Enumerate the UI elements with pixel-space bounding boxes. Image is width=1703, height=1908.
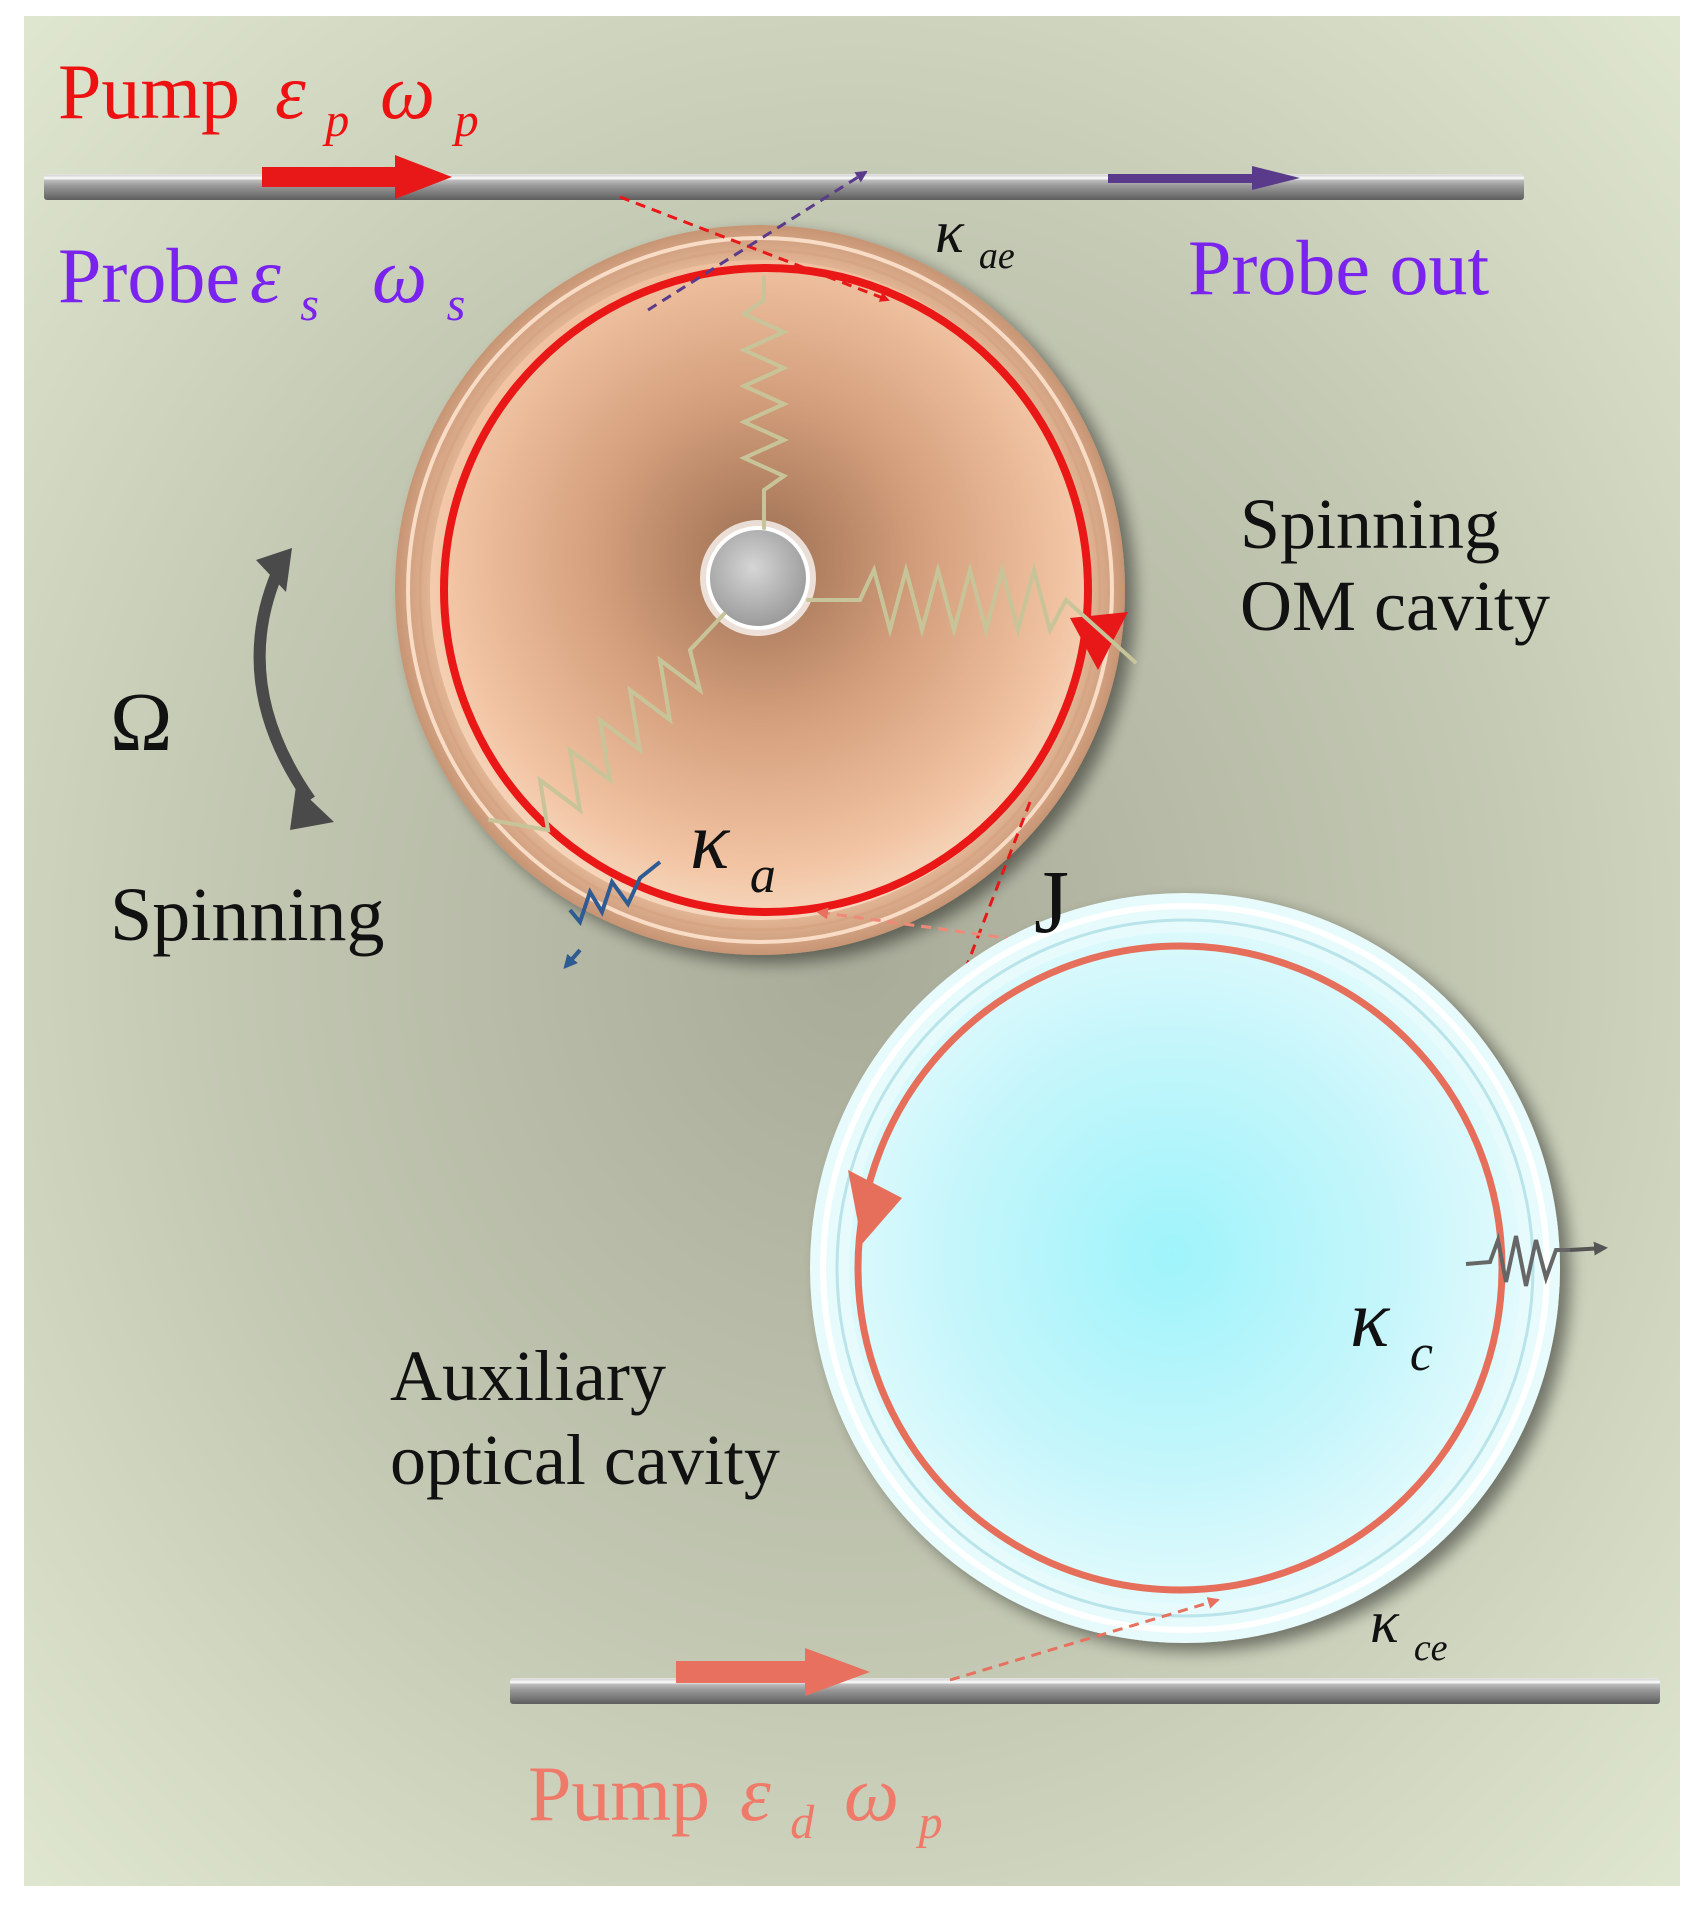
spinning-arrow-icon [253,548,334,830]
pump-input-arrow [262,155,452,199]
om-loss-wave [568,860,662,927]
om-cavity-mode-ring [440,264,1092,916]
kappa-ae-label: κ ae [935,199,1015,277]
probe-coupling-dashed [647,170,868,312]
om-cavity-label: Spinning OM cavity [1240,484,1550,646]
aux-loss-arrow [1569,1241,1608,1256]
aux-loss-wave [1465,1232,1570,1287]
probe-label: Probe ε s ω s [58,232,465,337]
pump-top-label: Pump ε p ω p [58,48,479,153]
aux-cavity [810,893,1560,1643]
probe-out-label: Probe out [1188,224,1489,311]
probe-output-arrow [1108,166,1300,190]
mechanical-springs [488,276,1137,833]
pump-bottom-arrow [676,1648,870,1696]
om-loss-arrow [563,948,582,970]
kappa-c-label: κ c [1350,1273,1433,1382]
aux-cavity-label: Auxiliary optical cavity [390,1336,780,1500]
coupling-j-label: J [1034,853,1069,952]
omega-label: Ω [110,676,172,769]
spinning-label: Spinning [110,873,385,957]
kappa-a-label: κ a [690,795,776,904]
om-mode-direction-arrowhead [1070,612,1128,670]
pump-bottom-label: Pump ε d ω p [528,1750,943,1855]
bottom-coupling-dashed [949,1597,1220,1682]
pump-coupling-dashed [619,195,890,302]
kappa-ce-label: κ ce [1370,1589,1448,1669]
spindle-icon [700,520,816,636]
aux-mode-direction-arrowhead [848,1170,902,1244]
